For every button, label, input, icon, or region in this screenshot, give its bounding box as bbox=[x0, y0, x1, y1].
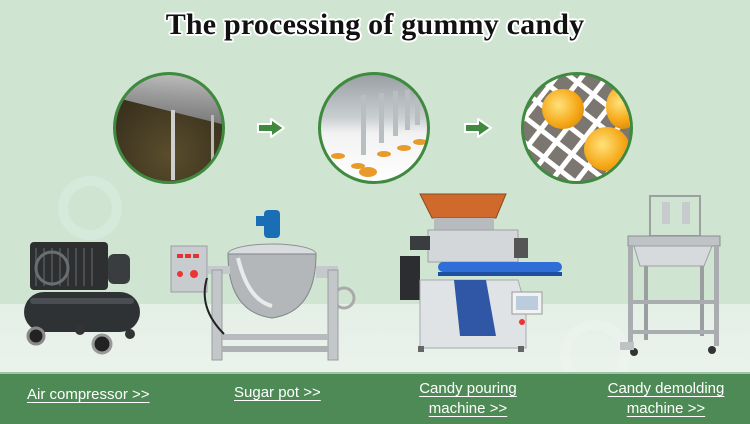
air-compressor-image bbox=[24, 242, 140, 355]
kettle-lid bbox=[116, 75, 222, 129]
candy-pouring-machine-link[interactable]: Candy pouring machine >> bbox=[419, 380, 517, 417]
syrup-drop bbox=[331, 153, 345, 159]
step-cooking-photo bbox=[113, 72, 225, 184]
candy-demolding-machine-link[interactable]: Candy demolding machine >> bbox=[607, 380, 725, 417]
nozzle bbox=[361, 95, 366, 155]
gummy-candy bbox=[584, 127, 630, 171]
nozzle bbox=[379, 93, 384, 143]
arrow-right-icon bbox=[464, 118, 492, 138]
gummy-candy bbox=[542, 89, 584, 129]
stirrer-rod bbox=[211, 115, 214, 163]
candy-demolding-machine-image bbox=[620, 195, 721, 356]
nozzle bbox=[405, 90, 410, 130]
page-title: The processing of gummy candy bbox=[165, 8, 585, 41]
arrow-right-icon bbox=[257, 118, 285, 138]
step-depositing-photo bbox=[318, 72, 430, 184]
step-finished-gummies-photo bbox=[521, 72, 633, 184]
stirrer-rod bbox=[171, 110, 175, 180]
syrup-drop bbox=[413, 139, 427, 145]
sugar-pot-link[interactable]: Sugar pot >> bbox=[234, 384, 321, 401]
nozzle bbox=[393, 91, 398, 136]
syrup-drop bbox=[351, 163, 365, 169]
air-compressor-link[interactable]: Air compressor >> bbox=[27, 386, 150, 403]
bottom-link-bar: Air compressor >> Sugar pot >> Candy pou… bbox=[0, 372, 750, 424]
sugar-pot-image bbox=[170, 210, 356, 361]
syrup-drop bbox=[397, 145, 411, 151]
syrup-drop bbox=[377, 151, 391, 157]
candy-pouring-machine-image bbox=[400, 193, 562, 352]
syrup-drop bbox=[359, 167, 377, 177]
nozzle bbox=[415, 89, 420, 125]
watermark-logo bbox=[58, 176, 122, 240]
gummy-candy bbox=[606, 85, 630, 129]
